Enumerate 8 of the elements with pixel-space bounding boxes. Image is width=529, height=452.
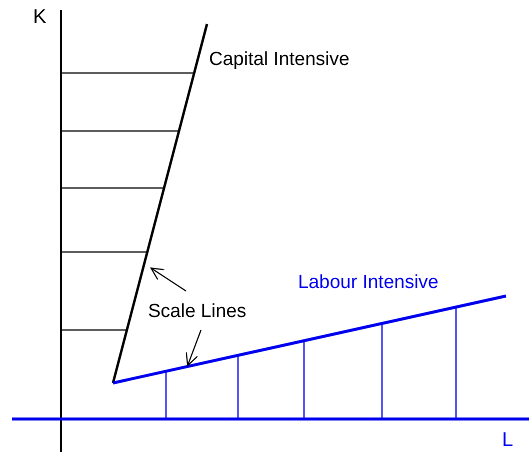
axis-label: K <box>33 6 46 28</box>
leader-arrow <box>150 268 186 292</box>
line-label: Capital Intensive <box>209 49 350 71</box>
line-label: Labour Intensive <box>298 272 438 294</box>
leader-arrow <box>186 330 202 366</box>
annotation-text: Scale Lines <box>148 301 246 323</box>
axis-label: L <box>502 429 514 451</box>
scale-line <box>112 294 506 384</box>
